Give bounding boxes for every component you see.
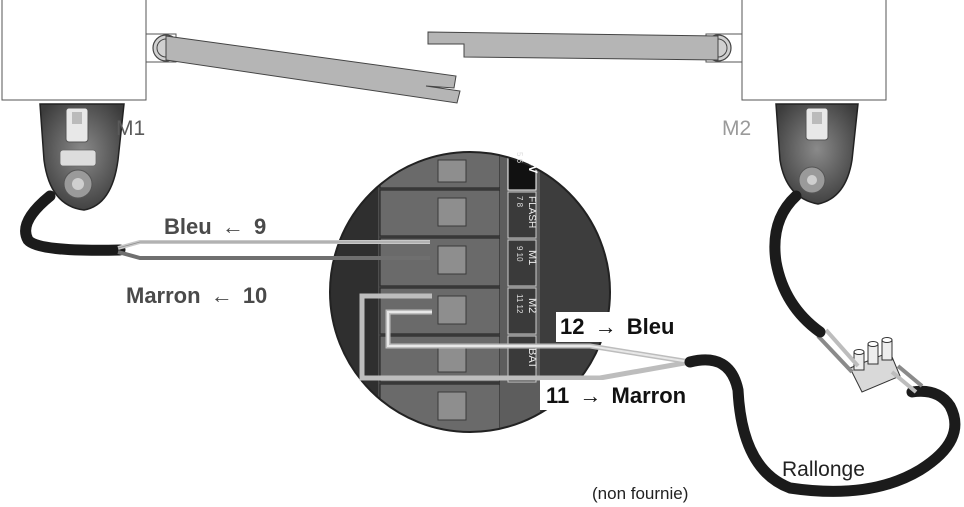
motor-m1	[39, 103, 125, 211]
arrow-right-icon: →	[579, 383, 601, 408]
extension-note: (non fournie)	[592, 484, 688, 503]
label-bg-m2-brown	[540, 380, 718, 410]
label-m1-blue-terminal: 9	[254, 214, 266, 239]
label-m2-blue-color: Bleu	[627, 314, 675, 339]
svg-text:5 6: 5 6	[515, 152, 524, 164]
connector-wire-a	[824, 328, 860, 368]
svg-text:BAT: BAT	[526, 348, 538, 369]
svg-text:11 12: 11 12	[515, 294, 524, 314]
label-m1-brown-color: Marron	[126, 283, 201, 308]
svg-text:7 8: 7 8	[515, 196, 524, 208]
m2-blue-wire-core	[387, 311, 691, 363]
label-m2-brown-terminal: 11	[546, 383, 569, 408]
label-m2-blue-terminal: 12	[560, 314, 584, 339]
motor-m1-label: M1	[116, 117, 145, 140]
arrow-left-icon: ←	[211, 283, 233, 308]
arrow-left-icon: ←	[222, 214, 244, 239]
arrow-right-icon: →	[595, 314, 617, 339]
terminal-group-bat: BAT	[526, 348, 538, 369]
m1-brown-wire	[117, 250, 430, 260]
svg-text:9 10: 9 10	[515, 246, 524, 262]
svg-text:Marron ← 10: Marron ← 10	[126, 283, 267, 308]
svg-text:24V: 24V	[526, 152, 540, 173]
label-m2-blue: 12 → Bleu	[560, 314, 674, 339]
gate-right	[427, 0, 887, 101]
connector-wire-b	[816, 334, 854, 374]
m1-blue-wire-edge	[117, 241, 430, 249]
svg-text:Bleu ← 9: Bleu ← 9	[164, 214, 266, 239]
extension-cable	[684, 354, 961, 497]
label-m1-blue-color: Bleu	[164, 214, 212, 239]
label-m1-brown: Marron ← 10	[126, 283, 267, 308]
motor-m2-label: M2	[722, 117, 751, 140]
gate-left	[1, 0, 461, 104]
connector-wire-c	[890, 370, 918, 394]
m2-cable	[769, 190, 826, 338]
label-m1-blue: Bleu ← 9	[164, 214, 266, 239]
terminal-group-24v: 24V 5 6	[515, 152, 540, 173]
label-m2-brown: 11 → Marron	[546, 383, 686, 408]
svg-text:M1: M1	[526, 250, 538, 265]
wire-connector	[849, 337, 901, 393]
m1-cable	[20, 190, 126, 256]
motor-m2	[775, 103, 859, 205]
terminal-group-m2: M2 11 12	[515, 294, 538, 314]
label-bg-m2-blue	[556, 312, 692, 342]
svg-text:12 → Bleu: 12 → Bleu	[560, 314, 674, 339]
label-m1-brown-terminal: 10	[243, 283, 267, 308]
terminal-group-flash: FLASH 7 8	[515, 196, 537, 228]
connector-wire-d	[896, 364, 924, 388]
magnifier-border	[329, 151, 611, 433]
svg-text:M2: M2	[526, 298, 538, 313]
svg-text:FLASH: FLASH	[526, 196, 537, 228]
label-m2-brown-color: Marron	[612, 383, 687, 408]
terminal-group-m1: M1 9 10	[515, 246, 538, 265]
svg-text:11 → Marron: 11 → Marron	[546, 383, 686, 408]
m2-brown-wire	[359, 293, 691, 381]
extension-label: Rallonge	[782, 458, 865, 481]
